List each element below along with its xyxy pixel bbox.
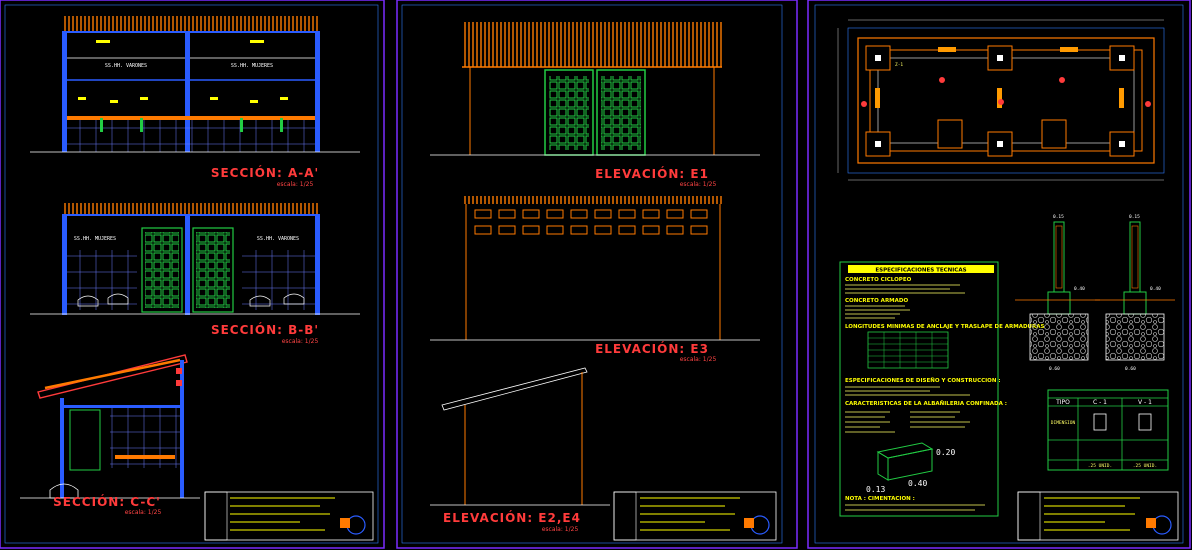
specs-masonry: CARACTERISTICAS DE LA ALBAÑILERIA CONFIN… — [845, 400, 1007, 407]
sheet-2-inner-border — [401, 4, 783, 544]
brick-detail — [876, 442, 934, 481]
e1-scale: escala: 1/25 — [680, 181, 717, 188]
sheet-3-inner-border — [814, 4, 1184, 544]
e3-vent-opening — [666, 225, 684, 235]
e3-vent-opening — [594, 209, 612, 219]
footing-top-dim-left: 0.15 — [1053, 214, 1064, 220]
brick-height: 0.20 — [936, 448, 955, 457]
e3-vent-opening — [474, 209, 492, 219]
e3-vent-opening — [570, 209, 588, 219]
col-table-dim-c1: .25 UNID. — [1088, 463, 1112, 469]
brick-length: 0.40 — [908, 479, 927, 488]
column-table: TIPO C - 1 V - 1 DIMENSION .25 UNID. .25… — [1047, 389, 1169, 471]
col-table-head-type: TIPO — [1055, 399, 1070, 406]
col-table-head-c1: C - 1 — [1093, 399, 1107, 406]
section-a-roof — [62, 16, 320, 32]
specs-longitudes: LONGITUDES MINIMAS DE ANCLAJE Y TRASLAPE… — [845, 324, 1044, 330]
section-c-roof — [37, 354, 188, 399]
sheet-2: ELEVACIÓN: E1 escala: 1/25 ELEVACIÓN: E3… — [396, 0, 798, 549]
e1-roof — [462, 22, 722, 67]
section-b-door-left — [141, 227, 183, 313]
sheet-3-border — [807, 0, 1191, 549]
footing-detail-right — [1095, 221, 1175, 361]
elevation-e1-drawing — [430, 22, 760, 156]
elevation-e3-drawing — [430, 196, 760, 341]
e3-vent-opening — [690, 209, 708, 219]
section-b-room-left: SS.HH. MUJERES — [74, 236, 116, 242]
e3-vent-opening — [642, 225, 660, 235]
e3-vent-opening — [474, 225, 492, 235]
specs-ciclopeo: CONCRETO CICLOPEO — [845, 277, 912, 283]
sheet-3-title-block — [1017, 491, 1179, 541]
technical-specs-box: ESPECIFICACIONES TECNICAS CONCRETO CICLO… — [839, 261, 1044, 517]
e3-title: ELEVACIÓN: E3 — [595, 341, 709, 356]
foundation-plan: Z-1 — [837, 19, 1165, 181]
e3-vent-opening — [618, 225, 636, 235]
e2e4-scale: escala: 1/25 — [542, 526, 579, 533]
sheet-1-title-block — [204, 491, 374, 541]
footing-mid-dim-right: 0.40 — [1150, 286, 1161, 292]
e3-scale: escala: 1/25 — [680, 356, 717, 363]
section-a-title: SECCIÓN: A-A' — [211, 165, 319, 180]
e3-vent-opening — [546, 225, 564, 235]
section-c-title: SECCIÓN: C-C' — [53, 494, 161, 509]
footing-mid-dim-left: 0.40 — [1074, 286, 1085, 292]
elevation-e2e4-drawing — [430, 367, 610, 506]
section-a-tiles — [67, 118, 315, 152]
e3-vent-opening — [690, 225, 708, 235]
section-a-wall-mid — [185, 32, 190, 152]
anchorage-table — [867, 331, 949, 369]
section-c-scale: escala: 1/25 — [125, 509, 162, 516]
section-a-scale: escala: 1/25 — [277, 181, 314, 188]
e3-vent-opening — [618, 209, 636, 219]
footing-base-dim-left: 0.60 — [1049, 366, 1060, 372]
col-table-row-label: DIMENSION — [1051, 420, 1076, 426]
section-a-wall-right — [315, 32, 320, 152]
section-a-room-right: SS.HH. MUJERES — [231, 63, 273, 69]
section-b-roof — [62, 203, 320, 215]
section-a-drawing: SS.HH. VARONES SS.HH. MUJERES — [30, 16, 360, 153]
section-c-drawing — [20, 354, 200, 499]
section-b-title: SECCIÓN: B-B' — [211, 322, 319, 337]
section-b-drawing: SS.HH. MUJERES SS.HH. VARONES — [30, 203, 360, 315]
col-table-head-v1: V - 1 — [1138, 399, 1152, 406]
section-a-counter — [67, 116, 315, 120]
e3-vent-opening — [570, 225, 588, 235]
brick-width: 0.13 — [866, 485, 885, 494]
e1-title: ELEVACIÓN: E1 — [595, 166, 709, 181]
section-b-scale: escala: 1/25 — [282, 338, 319, 345]
sheet-1: SS.HH. VARONES SS.HH. MUJERES SECCIÓN: A… — [0, 0, 385, 549]
specs-title: ESPECIFICACIONES TECNICAS — [875, 268, 966, 274]
e3-vent-opening — [522, 225, 540, 235]
footing-top-dim-right: 0.15 — [1129, 214, 1140, 220]
e3-vent-opening — [546, 209, 564, 219]
e3-vent-opening — [522, 209, 540, 219]
section-b-room-right: SS.HH. VARONES — [257, 236, 299, 242]
sheet-1-inner-border — [4, 4, 379, 544]
col-table-dim-v1: .25 UNID. — [1133, 463, 1157, 469]
e3-vent-opening — [642, 209, 660, 219]
section-a-wall-left — [62, 32, 67, 152]
footing-base-dim-right: 0.60 — [1125, 366, 1136, 372]
e3-vent-opening — [666, 209, 684, 219]
sheet-2-title-block — [613, 491, 777, 541]
footing-detail-left — [1015, 221, 1100, 361]
specs-note: NOTA : CIMENTACION : — [845, 496, 915, 502]
e2e4-roof — [441, 367, 588, 411]
e2e4-title: ELEVACIÓN: E2,E4 — [443, 510, 581, 525]
e3-vent-opening — [498, 209, 516, 219]
e3-vent-opening — [594, 225, 612, 235]
sheet-2-border — [396, 0, 798, 549]
sheet-3: Z-1 ESPECIFICACIONES TECNICAS CONCRETO C… — [807, 0, 1191, 549]
e3-vent-opening — [498, 225, 516, 235]
specs-design: ESPECIFICACIONES DE DISEÑO Y CONSTRUCCIO… — [845, 377, 1001, 384]
specs-armado: CONCRETO ARMADO — [845, 298, 908, 304]
zapata-label: Z-1 — [895, 62, 903, 68]
section-a-room-left: SS.HH. VARONES — [105, 63, 147, 69]
sheet-1-border — [0, 0, 385, 549]
section-b-door-right — [192, 227, 234, 313]
